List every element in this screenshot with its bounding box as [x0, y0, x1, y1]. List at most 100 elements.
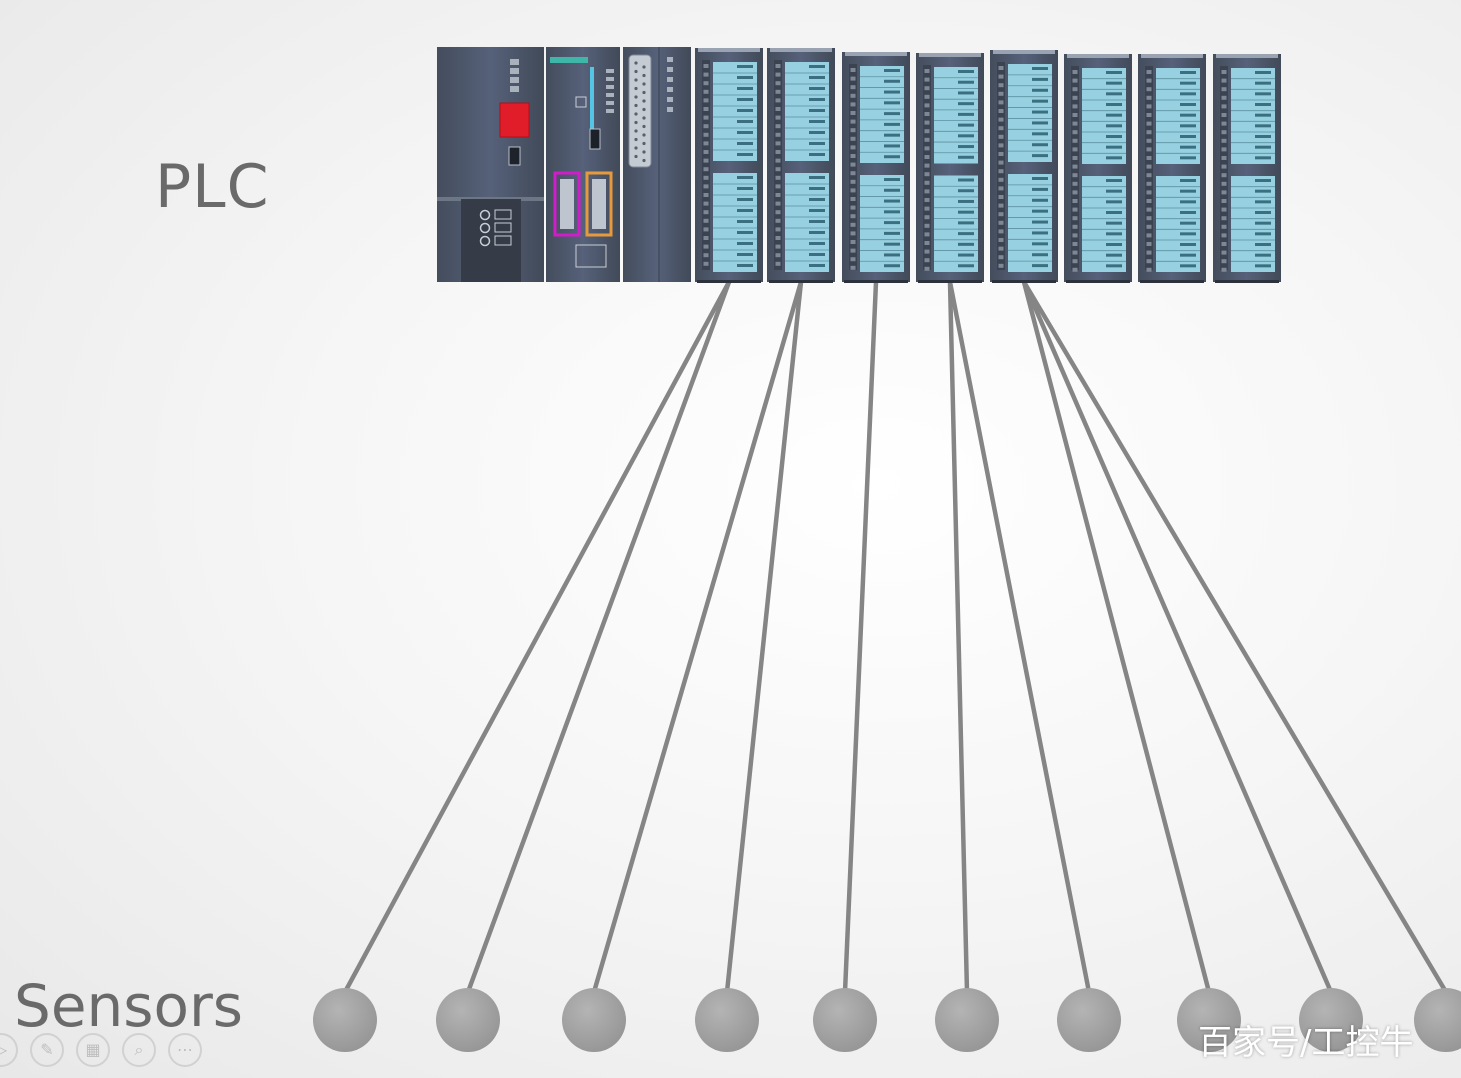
io-channel-tag	[737, 76, 753, 79]
io-channel-tag	[958, 232, 974, 236]
comm-led	[667, 87, 673, 92]
io-channel-tag	[1180, 103, 1196, 106]
io-channel-tag	[1032, 242, 1048, 246]
sensor-wire	[342, 279, 732, 995]
connector-pin	[642, 73, 646, 78]
io-channel-tag	[884, 155, 900, 159]
io-channel-tag	[809, 109, 825, 112]
io-channel-tag	[737, 198, 753, 201]
io-led	[998, 203, 1004, 208]
power-terminal-slot	[494, 222, 512, 233]
connector-pin	[642, 158, 646, 163]
io-channel-tag	[1255, 113, 1271, 117]
io-led	[1146, 104, 1152, 109]
io-led	[703, 89, 709, 94]
io-channel-tag	[1106, 103, 1122, 106]
io-led	[850, 136, 856, 141]
watermark: 百家号/工控牛	[1198, 1023, 1414, 1063]
io-led	[1221, 70, 1227, 74]
io-channel-tag	[1106, 124, 1122, 128]
io-channel-tag	[809, 153, 825, 156]
connector-pin	[634, 69, 638, 74]
io-led	[1221, 138, 1227, 143]
connector-pin	[634, 78, 638, 82]
pen-icon[interactable]: ✎	[30, 1033, 64, 1067]
io-led	[775, 253, 781, 258]
io-led	[998, 109, 1004, 113]
more-icon[interactable]: ⋯	[168, 1033, 202, 1067]
io-led	[924, 172, 930, 177]
io-module-top-edge	[1216, 54, 1278, 58]
io-led	[1221, 181, 1227, 186]
io-channel-tag	[958, 242, 974, 246]
io-channel-tag	[884, 144, 900, 148]
io-channel-tag	[958, 264, 974, 268]
io-led	[1072, 250, 1078, 255]
connector-pin	[642, 82, 646, 86]
zoom-icon[interactable]: ⌕	[122, 1033, 156, 1067]
io-led	[850, 171, 856, 176]
io-led	[703, 158, 709, 163]
io-led	[1146, 87, 1152, 92]
io-led	[1221, 164, 1227, 169]
io-led	[1146, 95, 1152, 100]
connector-pin	[634, 137, 638, 142]
io-channel-tag	[1106, 135, 1122, 138]
io-led	[775, 158, 781, 163]
io-channel-tag	[1106, 156, 1122, 160]
io-led	[998, 195, 1004, 199]
io-channel-tag	[958, 221, 974, 225]
comm-led	[667, 77, 673, 82]
io-led	[1221, 259, 1227, 264]
io-led	[1072, 267, 1078, 272]
connector-pin	[634, 103, 638, 108]
io-led	[924, 155, 930, 159]
connector-pin	[642, 99, 646, 103]
io-led-strip	[774, 60, 782, 270]
io-channel-tag	[1106, 71, 1122, 74]
io-led	[850, 154, 856, 158]
cpu-module	[546, 47, 620, 282]
io-led	[850, 119, 856, 124]
io-led	[703, 115, 709, 120]
io-channel-tag	[1032, 231, 1048, 235]
io-led	[998, 238, 1004, 242]
io-led	[1146, 233, 1152, 238]
io-channel-tag	[884, 112, 900, 116]
slides-icon[interactable]: ▦	[76, 1033, 110, 1067]
previous-icon[interactable]: ▷	[0, 1033, 18, 1067]
cpu-led	[606, 93, 614, 97]
io-led	[703, 244, 709, 249]
io-led	[1072, 207, 1078, 212]
io-channel-tag	[737, 209, 753, 212]
power-led	[510, 68, 519, 74]
io-module	[695, 48, 763, 283]
sensor-wire	[465, 279, 732, 995]
io-channel-tag	[884, 199, 900, 203]
io-led	[775, 167, 781, 172]
io-channel-tag	[1180, 179, 1196, 182]
io-channel-tag	[884, 90, 900, 94]
io-led	[924, 103, 930, 108]
io-led	[850, 145, 856, 150]
mpi-interface	[553, 171, 581, 237]
io-led	[703, 107, 709, 111]
sensor	[1177, 988, 1241, 1052]
io-led	[775, 236, 781, 240]
io-channel-tag	[1032, 264, 1048, 268]
io-module-bottom	[844, 280, 908, 283]
io-channel-tag	[1180, 145, 1196, 149]
power-terminal	[479, 235, 491, 247]
io-led	[850, 257, 856, 262]
io-channel-tag	[958, 70, 974, 73]
connector-pin	[634, 129, 638, 133]
io-led	[703, 72, 709, 77]
io-led	[998, 169, 1004, 174]
io-channel-tag	[1032, 121, 1048, 125]
io-channel-tag	[1255, 156, 1271, 160]
io-led	[703, 236, 709, 240]
io-module	[916, 53, 984, 283]
power-terminal-slot	[494, 209, 512, 220]
io-channel-tag	[958, 189, 974, 193]
io-led	[703, 64, 709, 68]
